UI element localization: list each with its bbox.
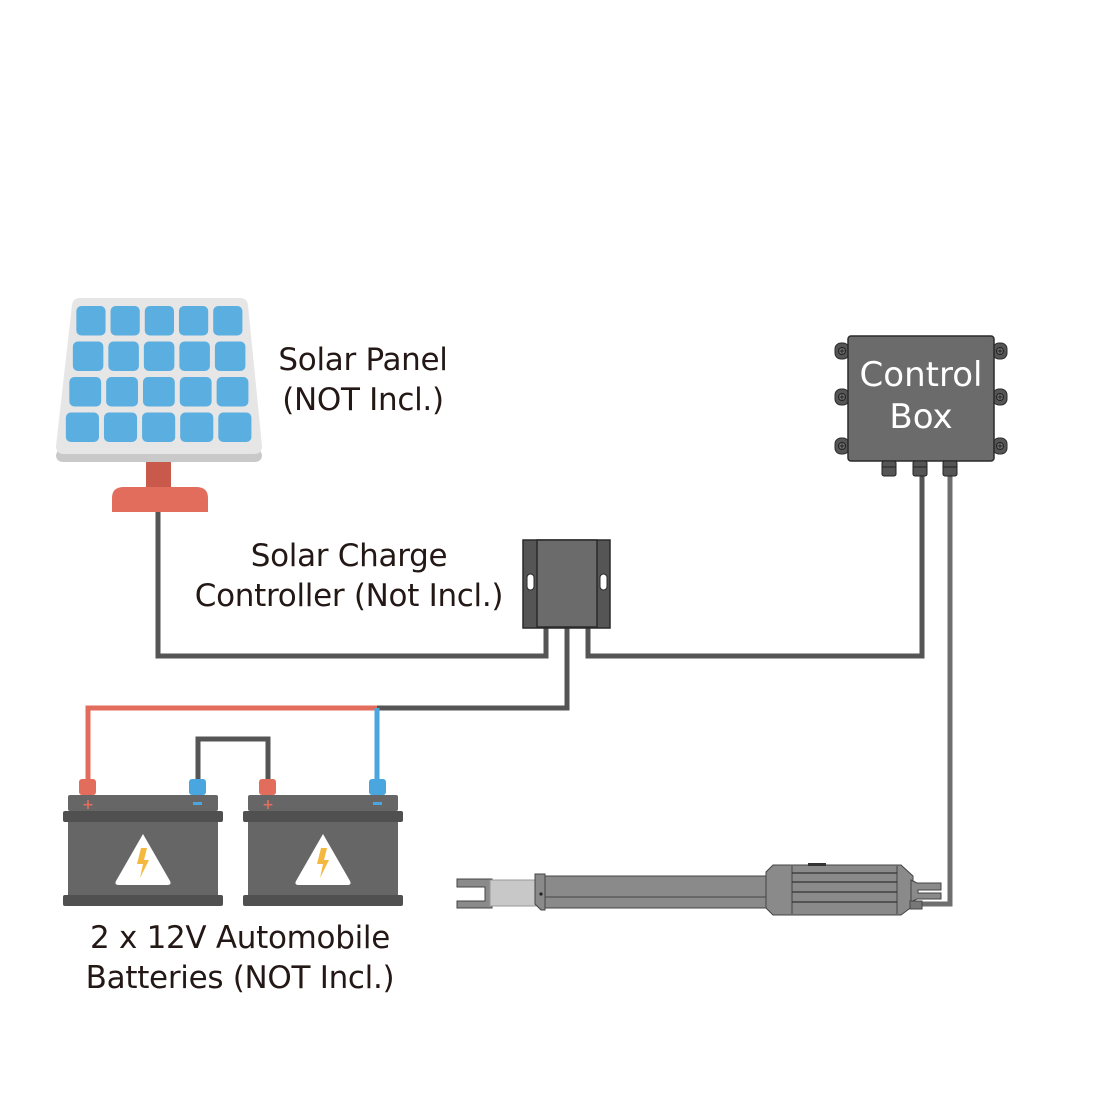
- wire-positive: [85, 705, 377, 784]
- cable-gland: [942, 460, 958, 477]
- solar-cell: [108, 341, 139, 371]
- actuator-rear-clevis: [910, 879, 942, 903]
- solar-panel-base: [112, 487, 208, 512]
- solar-cell: [106, 377, 138, 407]
- lightning-bolt-icon: [137, 848, 149, 878]
- solar-cell: [143, 341, 175, 371]
- battery-band: [63, 811, 223, 822]
- control-box-cable-glands: [881, 460, 958, 477]
- solar-cell: [72, 341, 104, 371]
- wire-panel-to-controller: [155, 512, 549, 659]
- solar-cell: [69, 377, 102, 407]
- solar-cell: [65, 412, 99, 442]
- solar-panel-label-line2: (NOT Incl.): [282, 382, 444, 418]
- control-box-mounting-ears: [834, 342, 1008, 455]
- battery-positive-terminal: [79, 779, 96, 795]
- solar-cell: [180, 412, 214, 442]
- battery-negative-terminal: [189, 779, 206, 795]
- battery: +: [63, 779, 223, 906]
- batteries-label-line1: 2 x 12V Automobile: [90, 920, 390, 956]
- screw-slot: [839, 348, 845, 354]
- solar-cell: [216, 377, 249, 407]
- solar-cell: [142, 377, 175, 407]
- batteries: ++: [63, 779, 403, 906]
- screw-slot: [997, 348, 1003, 354]
- control-box-label-line2: Box: [889, 397, 953, 437]
- battery-lid: [248, 795, 398, 811]
- charge-controller-label: Solar Charge Controller (Not Incl.): [176, 536, 522, 616]
- control-box-label: Control Box: [848, 354, 994, 438]
- solar-cell: [76, 306, 106, 336]
- solar-cell: [218, 412, 252, 442]
- wire-controller-to-battery: [377, 626, 570, 711]
- cable-gland: [912, 460, 928, 477]
- battery-lid: [68, 795, 218, 811]
- solar-cell: [179, 341, 210, 371]
- minus-icon: [193, 802, 202, 805]
- solar-panel-post: [146, 460, 171, 492]
- lightning-bolt-icon: [317, 848, 329, 878]
- actuator-rod: [489, 879, 537, 907]
- solar-cell: [144, 306, 174, 336]
- battery-base: [243, 895, 403, 906]
- actuator-collar: [534, 873, 546, 911]
- solar-panel-label: Solar Panel (NOT Incl.): [268, 340, 458, 420]
- actuator-tube: [544, 875, 768, 909]
- solar-cell: [178, 306, 209, 336]
- charge-controller: [522, 539, 611, 629]
- control-box: [834, 335, 1008, 477]
- minus-icon: [373, 802, 382, 805]
- screw-slot: [997, 394, 1003, 400]
- solar-cell: [142, 412, 176, 442]
- plus-icon: +: [262, 797, 274, 813]
- batteries-label-line2: Batteries (NOT Incl.): [85, 960, 395, 996]
- solar-cell: [179, 377, 212, 407]
- actuator-cable-entry: [909, 900, 923, 910]
- gate-opener-actuator: [456, 863, 942, 916]
- solar-panel: [56, 298, 262, 512]
- solar-cell: [110, 306, 140, 336]
- battery-negative-terminal: [369, 779, 386, 795]
- screw-slot: [839, 394, 845, 400]
- solar-panel-cells: [65, 306, 252, 442]
- solar-cell: [213, 306, 243, 336]
- control-box-label-line1: Control: [859, 355, 983, 395]
- plus-icon: +: [82, 797, 94, 813]
- batteries-label: 2 x 12V Automobile Batteries (NOT Incl.): [62, 918, 418, 998]
- actuator-cooling-fins: [792, 872, 897, 903]
- battery-band: [243, 811, 403, 822]
- charge-controller-body: [536, 539, 598, 628]
- charge-controller-mount-hole-left: [526, 573, 535, 591]
- solar-cell: [214, 341, 246, 371]
- cable-gland: [881, 460, 897, 477]
- screw-slot: [839, 443, 845, 449]
- battery-positive-terminal: [259, 779, 276, 795]
- wire-control-box-to-actuator: [922, 476, 953, 907]
- actuator-top-button: [808, 863, 826, 866]
- wires: [85, 476, 953, 907]
- charge-controller-label-line2: Controller (Not Incl.): [194, 578, 504, 614]
- screw-slot: [997, 443, 1003, 449]
- actuator-fork: [456, 878, 493, 909]
- charge-controller-label-line1: Solar Charge: [250, 538, 448, 574]
- battery: +: [243, 779, 403, 906]
- wire-series-jumper: [195, 736, 271, 784]
- charge-controller-mount-hole-right: [599, 573, 608, 591]
- solar-panel-label-line1: Solar Panel: [278, 342, 448, 378]
- wire-controller-to-control-box: [585, 476, 925, 659]
- actuator-screw: [539, 892, 543, 896]
- solar-cell: [103, 412, 138, 442]
- battery-base: [63, 895, 223, 906]
